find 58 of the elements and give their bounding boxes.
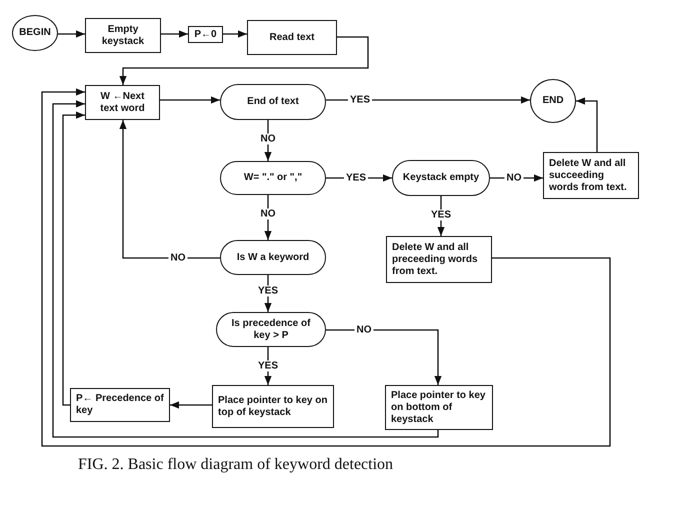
arrow	[62, 111, 85, 406]
node-label: Delete W and all succeeding words from text.	[549, 158, 628, 194]
decision-shape	[220, 161, 326, 195]
process-box	[212, 385, 334, 428]
process-box	[247, 20, 337, 55]
arrow	[264, 120, 272, 161]
arrow	[119, 120, 220, 259]
node-label: Empty keystack	[100, 24, 146, 48]
edge-label: YES	[256, 360, 280, 372]
node-label: Is W a keyword	[236, 252, 310, 264]
node-label: End of text	[247, 96, 299, 108]
node-label: Place pointer to key on bottom of keystack	[391, 390, 486, 426]
decision-shape	[220, 84, 326, 120]
decision-shape	[220, 240, 326, 275]
node-label: Is precedence of key > P	[230, 318, 312, 342]
node-label: Keystack empty	[402, 172, 480, 184]
arrow	[326, 96, 530, 104]
arrow	[576, 97, 598, 152]
arrow	[264, 195, 272, 240]
arrow	[58, 30, 85, 38]
arrow	[170, 401, 212, 409]
node-label: Delete W and all preceeding words from text.	[392, 242, 479, 278]
process-box	[188, 26, 223, 43]
edge-label: NO	[354, 324, 374, 336]
edge-label: YES	[348, 94, 372, 106]
arrow	[223, 30, 247, 38]
terminal-circle	[530, 79, 576, 123]
node-label: W ←Next text word	[99, 90, 146, 114]
process-box	[386, 236, 492, 283]
edge-label: NO	[504, 172, 524, 184]
arrow	[161, 30, 188, 38]
node-label: BEGIN	[19, 27, 51, 39]
process-box	[70, 388, 170, 422]
decision-shape	[392, 160, 490, 196]
edge-label: YES	[256, 286, 280, 296]
node-label: P←0	[194, 28, 217, 40]
arrow	[160, 96, 220, 104]
arrow	[41, 88, 611, 447]
terminal-circle	[12, 15, 58, 51]
arrow	[52, 100, 439, 438]
node-label: END	[542, 95, 564, 107]
edge-label: YES	[429, 210, 453, 220]
edge-label: YES	[344, 172, 368, 184]
process-box	[385, 385, 493, 430]
edge-label: NO	[258, 208, 278, 220]
node-label: W= "." or ","	[244, 172, 302, 184]
node-label: Read text	[269, 32, 314, 44]
process-box	[85, 85, 160, 120]
node-label: P← Precedence of key	[76, 393, 164, 417]
edge-label: NO	[258, 134, 278, 144]
decision-shape	[216, 312, 326, 347]
figure-caption: FIG. 2. Basic flow diagram of keyword detection	[78, 456, 394, 474]
arrow	[326, 329, 442, 385]
node-label: Place pointer to key on top of keystack	[218, 394, 328, 418]
edge-label: NO	[168, 252, 188, 264]
process-box	[85, 18, 161, 53]
arrow	[119, 36, 369, 85]
process-box	[543, 152, 639, 199]
